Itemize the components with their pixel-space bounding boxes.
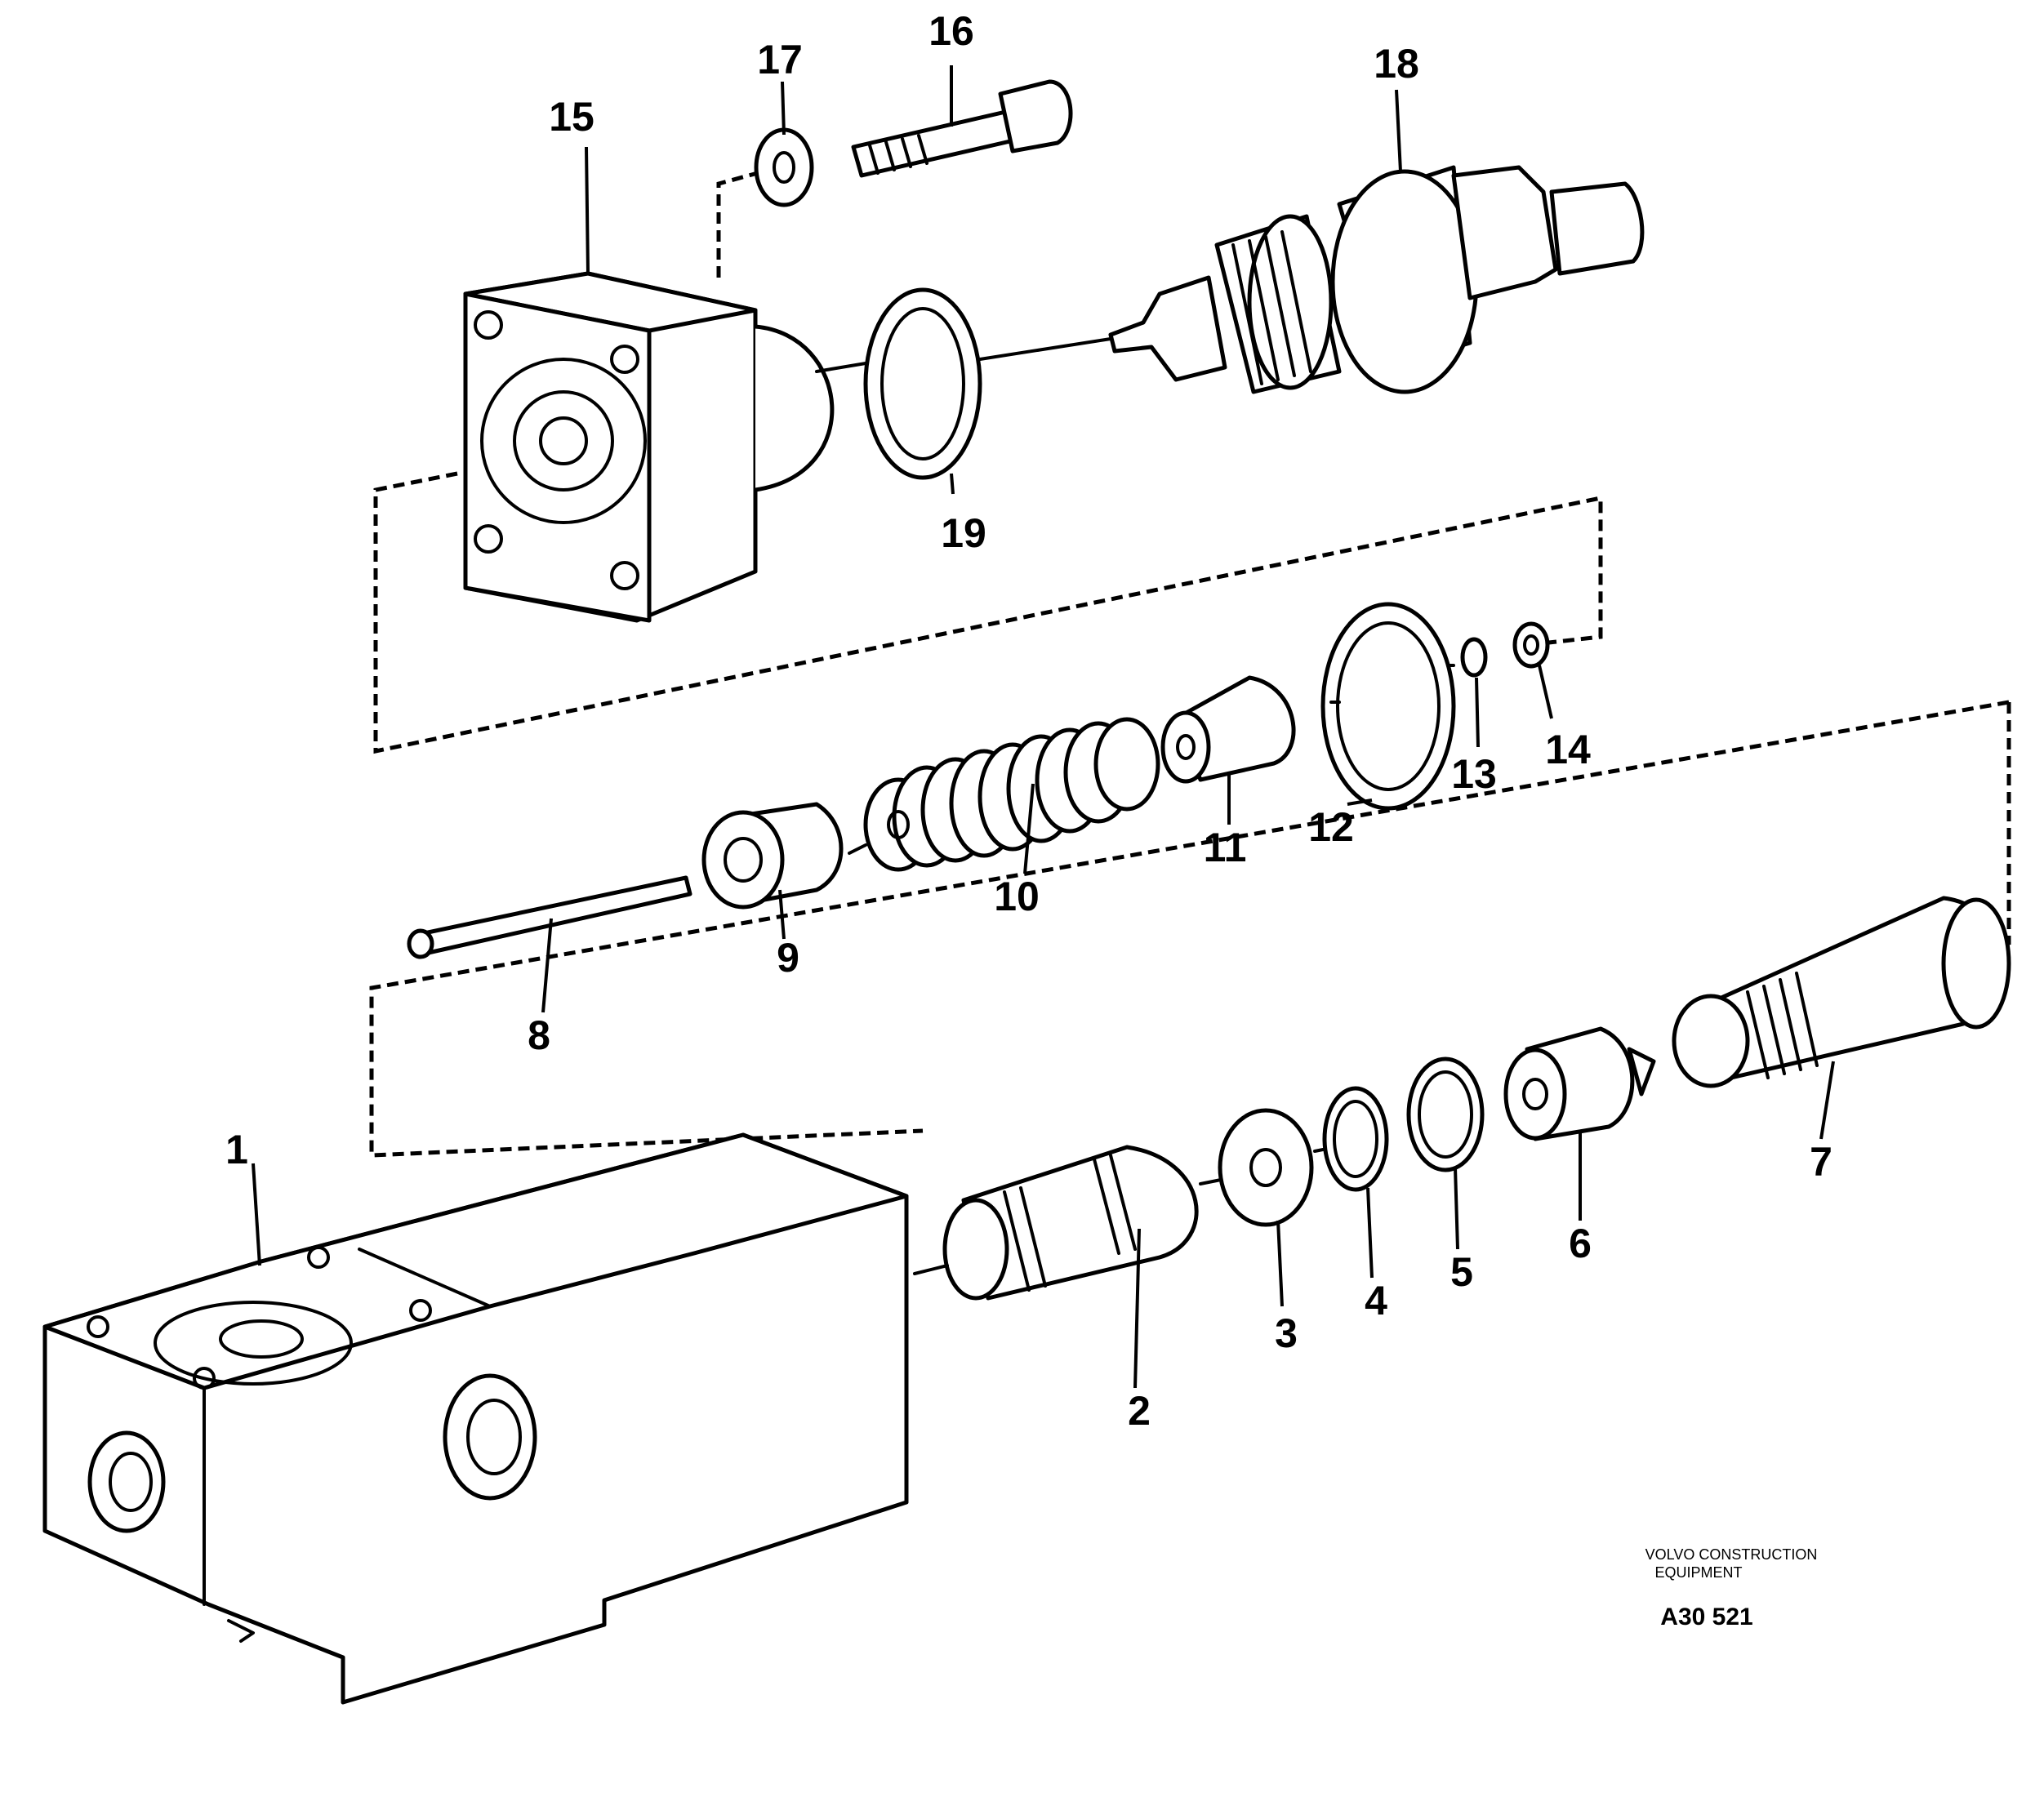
callout-18: 18 [1374, 41, 1419, 87]
callout-3: 3 [1275, 1310, 1298, 1356]
part-8-pin [407, 875, 692, 959]
part-7-plug [1672, 896, 2011, 1088]
callout-12: 12 [1308, 804, 1354, 850]
stamp-company: VOLVO CONSTRUCTION [1645, 1546, 1818, 1563]
callout-11: 11 [1204, 825, 1247, 870]
part-1-valve-housing [42, 1132, 909, 1705]
part-13-small-ring [1460, 637, 1488, 678]
part-16-bolt [851, 79, 1073, 178]
callout-13: 13 [1451, 751, 1497, 797]
part-18-solenoid [1108, 165, 1645, 394]
callout-8: 8 [528, 1012, 550, 1058]
part-6-piston [1503, 1026, 1656, 1141]
callout-7: 7 [1810, 1139, 1832, 1185]
callout-labels: 1 2 3 4 5 6 7 8 9 10 11 12 13 14 15 16 1… [225, 8, 1832, 1434]
part-4-o-ring [1322, 1086, 1389, 1192]
reference-stamp: VOLVO CONSTRUCTION EQUIPMENT A30 521 [1645, 1546, 1818, 1630]
part-2-valve-spool [942, 1145, 1199, 1301]
callout-6: 6 [1569, 1221, 1592, 1266]
callout-2: 2 [1128, 1388, 1151, 1434]
stamp-code: A30 521 [1660, 1604, 1752, 1630]
part-10-spring [863, 717, 1160, 872]
part-17-washer [754, 127, 814, 207]
part-19-o-ring [863, 287, 982, 480]
stamp-division: EQUIPMENT [1654, 1564, 1742, 1581]
callout-1: 1 [225, 1127, 248, 1172]
leader-lines [252, 65, 1835, 1389]
part-14-small-ring [1512, 621, 1550, 669]
callout-10: 10 [994, 874, 1040, 919]
part-3-washer [1218, 1108, 1314, 1227]
part-5-o-ring [1406, 1056, 1485, 1172]
callout-9: 9 [777, 935, 799, 981]
callout-17: 17 [757, 37, 803, 82]
part-11-plunger [1160, 675, 1296, 784]
callout-16: 16 [928, 8, 974, 54]
callout-4: 4 [1365, 1278, 1387, 1323]
callout-19: 19 [941, 510, 986, 556]
callout-15: 15 [549, 94, 594, 140]
connector-lines [815, 337, 1455, 1275]
part-12-o-ring [1320, 602, 1456, 811]
part-9-spring-seat [701, 802, 844, 910]
part-15-cover-block [463, 271, 835, 623]
callout-5: 5 [1450, 1249, 1473, 1295]
callout-14: 14 [1545, 727, 1591, 772]
